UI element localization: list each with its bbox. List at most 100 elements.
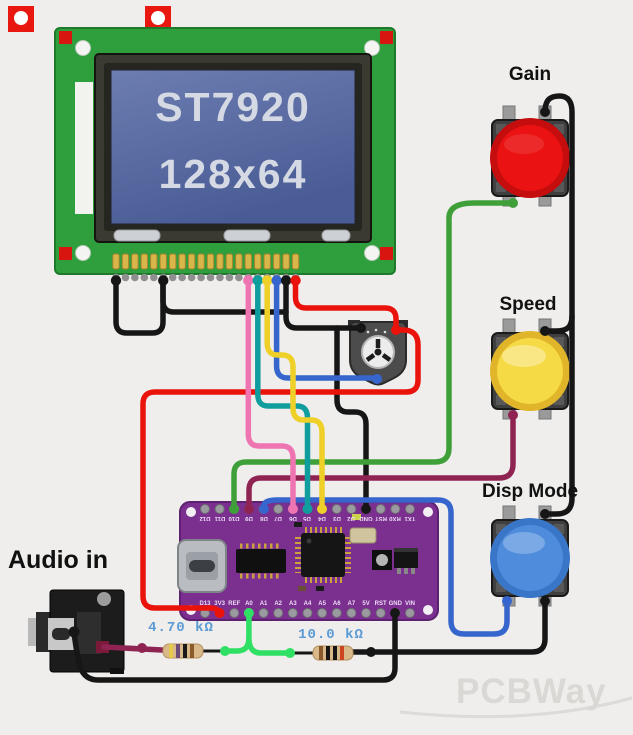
lcd-pad bbox=[197, 273, 205, 282]
lcd-pin bbox=[159, 253, 167, 270]
nano-pin bbox=[273, 504, 284, 514]
nano-pin bbox=[302, 608, 313, 618]
resistor-4k7-label: 4.70 kΩ bbox=[148, 620, 214, 636]
lcd-pin bbox=[216, 253, 224, 270]
lcd-pad bbox=[140, 273, 149, 282]
lcd-pad bbox=[121, 273, 130, 282]
lcd-line2: 128x64 bbox=[158, 151, 308, 197]
lcd-wire-dot-black bbox=[158, 275, 169, 286]
nano-pin-label: A6 bbox=[332, 601, 341, 607]
nano-pin-label: 3V3 bbox=[214, 601, 225, 607]
button-gain bbox=[490, 105, 570, 207]
lcd-pin bbox=[235, 253, 243, 270]
lcd-screen bbox=[110, 69, 356, 225]
wire-gain-to-d10 bbox=[231, 200, 516, 512]
wire-speed-to-d9 bbox=[101, 412, 516, 653]
lcd-pin bbox=[197, 253, 205, 270]
lcd-wire-dot-black bbox=[280, 275, 292, 286]
speed-label: Speed bbox=[499, 294, 557, 315]
lcd-wire-dot-yellow bbox=[262, 275, 273, 286]
nano-pin bbox=[258, 608, 269, 618]
nano-pin bbox=[229, 608, 240, 618]
lcd-pin bbox=[244, 253, 253, 270]
wire-power-net bbox=[140, 278, 421, 616]
nano-pin bbox=[200, 504, 210, 514]
nano-pin-label: A5 bbox=[318, 601, 326, 607]
lcd-pad bbox=[216, 273, 224, 282]
nano-pin bbox=[273, 608, 284, 618]
lcd-pin bbox=[225, 253, 234, 270]
lcd-pin bbox=[187, 253, 196, 270]
wire-lcd-to-d6 bbox=[245, 278, 296, 512]
lcd-pad bbox=[235, 273, 243, 282]
crystal bbox=[349, 527, 377, 544]
nano-pin bbox=[331, 608, 342, 618]
nano-pin bbox=[375, 504, 386, 514]
lcd-pin bbox=[291, 253, 300, 270]
wire-a0-divider bbox=[222, 610, 293, 656]
lcd-zebra-strip bbox=[75, 82, 93, 214]
nano-pin bbox=[346, 504, 357, 514]
resistor-4k7 bbox=[162, 643, 204, 659]
nano-pin bbox=[317, 608, 328, 618]
wire-lcd-to-d4 bbox=[264, 278, 325, 512]
connection-dots bbox=[68, 107, 550, 658]
dispmode-label: Disp Mode bbox=[481, 481, 579, 502]
nano-board bbox=[177, 501, 439, 621]
nano-pin-label: TX1 bbox=[404, 515, 416, 521]
lcd-pad bbox=[206, 273, 215, 282]
nano-pin-label: A2 bbox=[274, 601, 283, 607]
lcd-pin bbox=[272, 253, 281, 270]
resistor-10k bbox=[312, 645, 354, 661]
watermark-text: PCBWay bbox=[456, 672, 607, 711]
usb-c-connector bbox=[177, 539, 227, 593]
reset-button bbox=[372, 550, 392, 570]
nano-pin bbox=[346, 608, 357, 618]
watermark-swoosh bbox=[399, 696, 633, 719]
lcd-wire-dot-red bbox=[290, 275, 301, 286]
lcd-pin bbox=[121, 253, 130, 270]
lcd-pad bbox=[187, 273, 196, 282]
nano-pin-label: VIN bbox=[404, 601, 415, 607]
nano-pin-label: A3 bbox=[288, 601, 297, 607]
nano-pin bbox=[331, 504, 342, 514]
lcd-pin bbox=[206, 253, 215, 270]
nano-pin bbox=[390, 504, 401, 514]
lcd-pin bbox=[254, 253, 262, 270]
soic-chip bbox=[236, 543, 286, 579]
lcd-line1: ST7920 bbox=[155, 84, 311, 130]
gain-label: Gain bbox=[508, 64, 552, 85]
nano-pin-label: D13 bbox=[199, 601, 211, 607]
lcd-pin bbox=[178, 253, 186, 270]
wire-lcd-to-d5 bbox=[255, 278, 311, 512]
nano-pin-label: A1 bbox=[259, 601, 268, 607]
resistor-10k-label: 10.0 kΩ bbox=[298, 627, 364, 643]
lcd-pin bbox=[169, 253, 177, 270]
led bbox=[352, 514, 361, 520]
nano-pin-label: REF bbox=[228, 601, 241, 607]
lcd-pad bbox=[150, 273, 158, 282]
lcd-pin bbox=[140, 253, 149, 270]
nano-pin bbox=[361, 608, 372, 618]
nano-pin bbox=[375, 608, 386, 618]
nano-pin-label: A0 bbox=[245, 601, 253, 607]
voltage-regulator bbox=[394, 548, 418, 574]
audio-jack bbox=[28, 589, 125, 674]
lcd-wire-dot-teal bbox=[252, 275, 263, 286]
nano-pin-label: A4 bbox=[303, 601, 312, 607]
nano-pin-label: RST bbox=[374, 601, 387, 607]
lcd-pin bbox=[131, 253, 139, 270]
lcd-pad bbox=[131, 273, 139, 282]
lcd-wire-dot-pink bbox=[243, 275, 254, 286]
lcd-wire-dot-black bbox=[110, 275, 122, 286]
audio-in-label: Audio in bbox=[8, 546, 108, 574]
lcd-pad bbox=[178, 273, 186, 282]
lcd-pin bbox=[282, 253, 290, 270]
lcd-pin bbox=[150, 253, 158, 270]
lcd-pin bbox=[263, 253, 271, 270]
lcd-module bbox=[54, 27, 396, 275]
nano-pin-label: GND bbox=[388, 601, 402, 607]
wire-blue-net bbox=[261, 278, 510, 637]
